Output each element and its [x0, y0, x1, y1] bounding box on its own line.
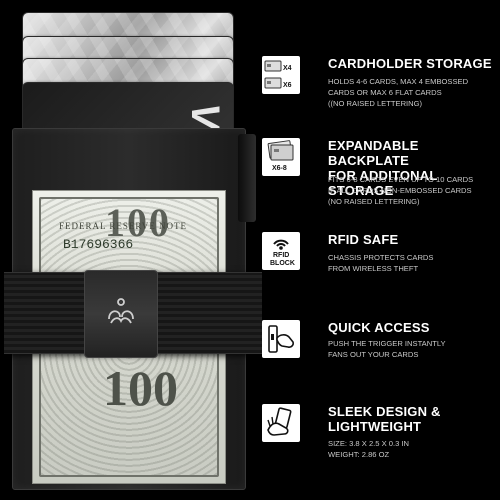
icon-label-block: BLOCK: [270, 260, 295, 267]
feature-description: PUSH THE TRIGGER INSTANTLY FANS OUT YOUR…: [328, 339, 446, 359]
thumb-push-icon: [262, 320, 300, 358]
expandable-cards-icon: X6-8: [262, 138, 300, 176]
feature-description: FITS 6-8 CARDS EVEN UP TO 10 CARDS IF AL…: [328, 175, 474, 206]
ejector-trigger: [238, 134, 256, 222]
feature-title: RFID SAFE: [328, 232, 399, 247]
icon-label-x6-8: X6-8: [272, 165, 287, 172]
bill-reserve-note: FEDERAL RESERVE NOTE: [59, 221, 187, 231]
bill-denomination-bottom: 100: [103, 360, 178, 416]
wallet-product-image: VISA VISA VISA VISA 100 FEDERAL RESERVE …: [4, 12, 262, 490]
feature-title: EXPANDABLE BACKPLATE FOR ADDITONAL STORA…: [328, 138, 438, 198]
feature-description: HOLDS 4-6 CARDS, MAX 4 EMBOSSED CARDS OR…: [328, 77, 469, 108]
feature-description: SIZE: 3.8 X 2.5 X 0.3 IN WEIGHT: 2.86 OZ: [328, 439, 410, 459]
band-logo-badge: [84, 270, 158, 358]
icon-label-x4: X4: [283, 65, 292, 72]
hand-card-icon: [262, 404, 300, 442]
brand-logo-icon: [108, 298, 134, 324]
icon-label-rfid: RFID: [273, 252, 290, 259]
feature-title: QUICK ACCESS: [328, 320, 430, 335]
rfid-block-icon: RFID BLOCK: [262, 232, 300, 270]
icon-label-x6: X6: [283, 82, 292, 89]
bill-serial: B17696366: [63, 237, 134, 252]
feature-title: SLEEK DESIGN & LIGHTWEIGHT: [328, 404, 441, 434]
feature-title: CARDHOLDER STORAGE: [328, 56, 492, 71]
feature-description: CHASSIS PROTECTS CARDS FROM WIRELESS THE…: [328, 253, 434, 273]
cards-stack-icon: X4 X6: [262, 56, 300, 94]
bill-denomination: 100: [105, 200, 171, 245]
